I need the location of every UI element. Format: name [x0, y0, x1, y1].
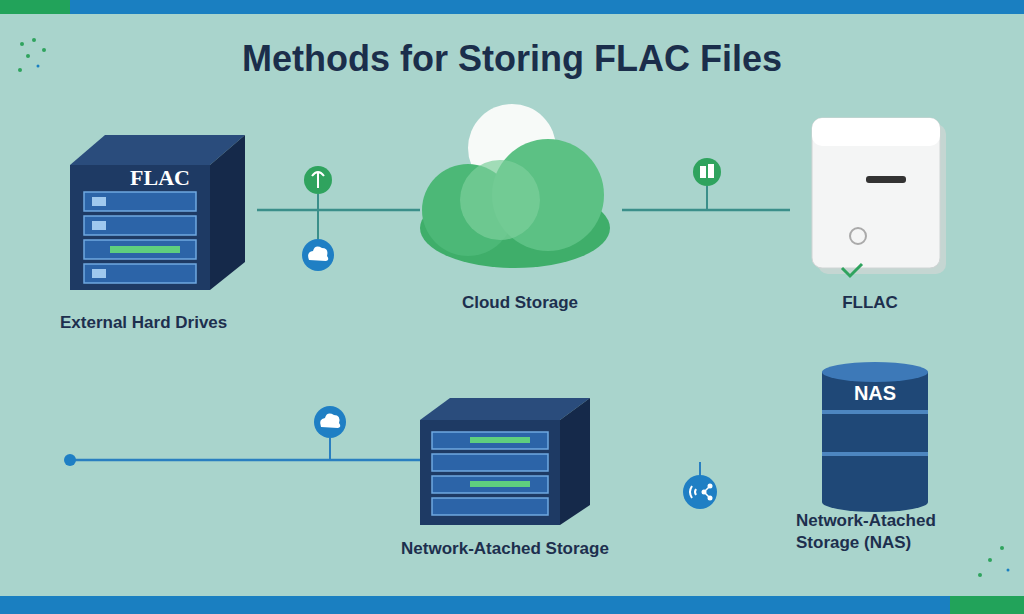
method-label: Network-Atached Storage (NAS): [796, 510, 966, 554]
link-icons-part: [704, 486, 710, 498]
external-drive-illustration-part: [84, 216, 196, 235]
storage-node: NAS Network-Atached Storage (NAS): [790, 362, 968, 562]
link-icons-part: [312, 172, 324, 188]
white-device-illustration: [812, 118, 946, 276]
network-storage-illustration-part: [432, 454, 548, 471]
frame-bars-part: [950, 596, 1024, 614]
network-storage-illustration-part: [432, 498, 548, 515]
link-icons-part: [690, 486, 696, 498]
decor-dots: [18, 38, 1010, 577]
decor-dots-part: [988, 558, 992, 562]
external-drive-illustration-part: [92, 197, 106, 206]
nas-illustration-part: [822, 362, 928, 382]
network-storage-illustration-part: [420, 420, 560, 525]
external-drive-illustration: [70, 135, 245, 290]
frame-bars-part: [0, 0, 1024, 14]
nas-illustration-part: [822, 452, 928, 456]
white-device-illustration-part: [842, 264, 862, 276]
connector-line: [257, 209, 420, 212]
external-drive-illustration-part: [84, 240, 196, 259]
decor-dots-part: [20, 42, 24, 46]
frame-bars-part: [0, 596, 1024, 614]
link-icons-part: [700, 166, 706, 178]
link-icons: [302, 158, 721, 509]
bottom-wire-part: [699, 462, 701, 476]
link-icons-part: [314, 406, 346, 438]
storage-node: FLLAC: [790, 115, 952, 320]
icon-stems-part: [706, 186, 708, 210]
external-drive-illustration-part: [84, 264, 196, 283]
decor-dots-part: [42, 48, 46, 52]
nas-illustration-part: [822, 410, 928, 414]
network-storage-illustration-part: [432, 476, 548, 493]
bottom-wire-part: [64, 454, 76, 466]
icon-stems-part: [317, 194, 319, 239]
method-label: FLLAC: [790, 292, 950, 314]
bottom-wire-part: [70, 459, 425, 462]
white-device-illustration-part: [812, 118, 940, 268]
nas-illustration-part: [822, 372, 928, 502]
decor-dots-part: [18, 68, 22, 72]
network-storage-illustration-part: [470, 481, 530, 487]
decor-dots-part: [1007, 569, 1010, 572]
network-storage-illustration-part: [432, 432, 548, 449]
nas-illustration: [822, 362, 928, 512]
method-label: External Hard Drives: [60, 312, 255, 334]
decor-dots-part: [978, 573, 982, 577]
decor-dots-part: [1000, 546, 1004, 550]
network-storage-illustration: [420, 398, 590, 525]
device-label: NAS: [825, 380, 925, 406]
cloud-illustration: [420, 104, 610, 268]
link-icons-part: [308, 247, 328, 261]
external-drive-illustration-part: [110, 246, 180, 253]
decor-dots-part: [26, 54, 30, 58]
link-icons-part: [708, 164, 714, 178]
bottom-wire-part: [329, 438, 331, 460]
storage-node: Cloud Storage: [420, 120, 622, 320]
storage-node: FLAC External Hard Drives: [55, 120, 257, 342]
decor-dots-part: [37, 65, 40, 68]
decor-dots-part: [32, 38, 36, 42]
link-icons-part: [693, 158, 721, 186]
storage-node: Network-Atached Storage: [385, 395, 627, 567]
white-device-illustration-part: [850, 228, 866, 244]
link-icons-part: [302, 239, 334, 271]
network-storage-illustration-part: [470, 437, 530, 443]
external-drive-illustration-part: [210, 135, 245, 290]
diagram-title: Methods for Storing FLAC Files: [0, 38, 1024, 80]
white-device-illustration-part: [866, 176, 906, 183]
external-drive-illustration-part: [92, 269, 106, 278]
bottom-wire: [64, 438, 700, 476]
network-storage-illustration-part: [560, 398, 590, 525]
device-label: FLAC: [75, 164, 245, 193]
white-device-illustration-part: [812, 118, 940, 146]
link-icons-part: [304, 166, 332, 194]
method-label: Network-Atached Storage: [385, 538, 625, 560]
external-drive-illustration-part: [84, 192, 196, 211]
link-icons-part: [683, 475, 717, 509]
external-drive-illustration-part: [92, 221, 106, 230]
link-icons-part: [320, 414, 340, 428]
method-label: Cloud Storage: [420, 292, 620, 314]
frame-bars-part: [0, 0, 70, 14]
cloud-illustration-part: [460, 160, 540, 240]
